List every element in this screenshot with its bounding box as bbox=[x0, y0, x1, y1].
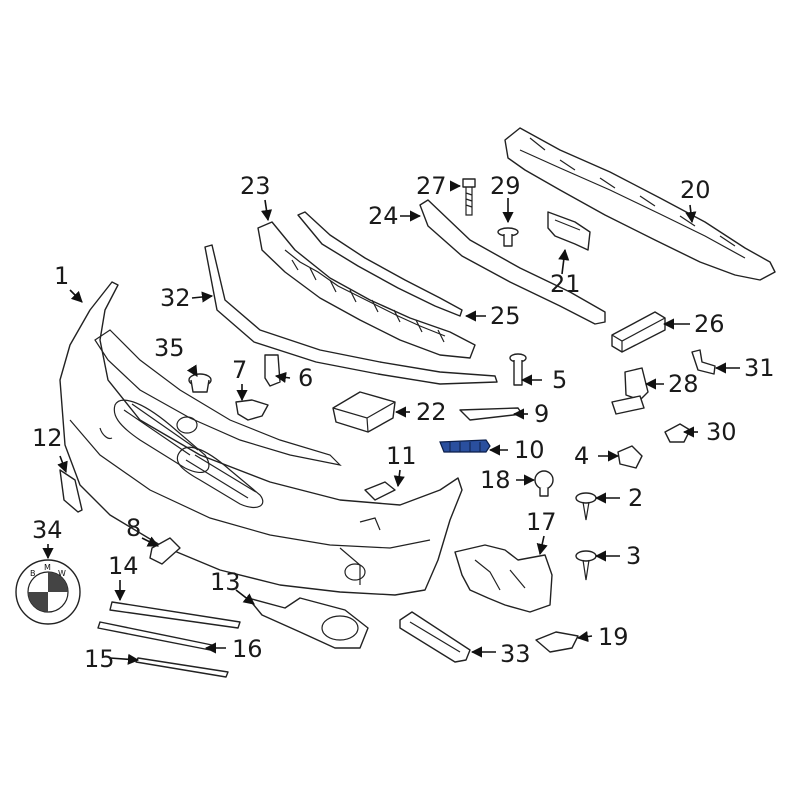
callout-25: 25 bbox=[490, 302, 521, 330]
callout-labels: 1 2 3 4 5 6 7 8 9 10 11 12 13 14 15 16 1… bbox=[32, 172, 775, 673]
part-14-strip[interactable] bbox=[109, 601, 241, 629]
callout-1: 1 bbox=[54, 262, 69, 290]
callout-35: 35 bbox=[154, 334, 185, 362]
part-7-bracket[interactable] bbox=[235, 399, 269, 421]
part-8-block[interactable] bbox=[149, 537, 181, 565]
callout-23: 23 bbox=[240, 172, 271, 200]
callout-6: 6 bbox=[298, 364, 313, 392]
part-28-tow-eye[interactable] bbox=[611, 367, 649, 415]
part-29-fastener[interactable] bbox=[497, 227, 519, 247]
part-32-molding[interactable] bbox=[204, 244, 498, 385]
part-11-cap[interactable] bbox=[364, 481, 396, 501]
part-30-clip[interactable] bbox=[664, 423, 691, 443]
part-24-trim-strip[interactable] bbox=[419, 199, 606, 325]
callout-20: 20 bbox=[680, 176, 711, 204]
part-20-reinforcement-bar[interactable] bbox=[504, 127, 776, 281]
part-4-bracket[interactable] bbox=[617, 445, 643, 469]
part-27-bolt[interactable] bbox=[462, 178, 476, 216]
callout-2: 2 bbox=[628, 484, 643, 512]
callout-15: 15 bbox=[84, 645, 115, 673]
callout-10: 10 bbox=[514, 436, 545, 464]
callout-30: 30 bbox=[706, 418, 737, 446]
callout-5: 5 bbox=[552, 366, 567, 394]
badge-letter-3: W bbox=[58, 569, 66, 578]
callout-22: 22 bbox=[416, 398, 447, 426]
badge-letter-1: B bbox=[30, 569, 36, 578]
part-19-clip[interactable] bbox=[535, 631, 579, 653]
leader-lines bbox=[42, 180, 740, 665]
part-33-frame[interactable] bbox=[399, 611, 471, 663]
part-35-plug[interactable] bbox=[188, 373, 212, 393]
part-5-pin[interactable] bbox=[509, 353, 527, 386]
part-1-bumper-cover[interactable] bbox=[59, 281, 463, 596]
callout-34: 34 bbox=[32, 516, 63, 544]
part-12-side-marker[interactable] bbox=[59, 469, 83, 513]
callout-32: 32 bbox=[160, 284, 191, 312]
part-22-module-box[interactable] bbox=[332, 391, 396, 433]
callout-31: 31 bbox=[744, 354, 775, 382]
part-2-screw[interactable] bbox=[575, 492, 597, 521]
part-3-screw[interactable] bbox=[575, 550, 597, 581]
callout-12: 12 bbox=[32, 424, 63, 452]
callout-19: 19 bbox=[598, 623, 629, 651]
callout-26: 26 bbox=[694, 310, 725, 338]
part-16-strip[interactable] bbox=[97, 621, 213, 651]
badge-letter-2: M bbox=[44, 563, 51, 572]
callout-7: 7 bbox=[232, 356, 247, 384]
callout-4: 4 bbox=[574, 442, 589, 470]
part-6-bracket[interactable] bbox=[264, 354, 281, 387]
callout-21: 21 bbox=[550, 270, 581, 298]
callout-18: 18 bbox=[480, 466, 511, 494]
part-23-grille-support[interactable] bbox=[257, 221, 476, 359]
callout-13: 13 bbox=[210, 568, 241, 596]
part-13-fog-grille[interactable] bbox=[247, 597, 369, 649]
part-25-seal-strip[interactable] bbox=[297, 211, 463, 317]
part-21-bracket[interactable] bbox=[547, 211, 591, 251]
part-34-badge[interactable]: B M W bbox=[15, 559, 81, 625]
callout-9: 9 bbox=[534, 400, 549, 428]
callout-8: 8 bbox=[126, 514, 141, 542]
callout-11: 11 bbox=[386, 442, 417, 470]
part-18-screw[interactable] bbox=[534, 470, 554, 497]
callout-16: 16 bbox=[232, 635, 263, 663]
part-10-highlighted-bracket[interactable] bbox=[439, 439, 491, 453]
part-15-strip[interactable] bbox=[135, 657, 229, 678]
callout-17: 17 bbox=[526, 508, 557, 536]
callout-24: 24 bbox=[368, 202, 399, 230]
callout-33: 33 bbox=[500, 640, 531, 668]
callout-29: 29 bbox=[490, 172, 521, 200]
part-9-strip[interactable] bbox=[459, 407, 523, 421]
callout-28: 28 bbox=[668, 370, 699, 398]
callout-14: 14 bbox=[108, 552, 139, 580]
part-17-liner[interactable] bbox=[454, 544, 553, 613]
callout-3: 3 bbox=[626, 542, 641, 570]
part-26-bracket[interactable] bbox=[611, 311, 666, 353]
callout-27: 27 bbox=[416, 172, 447, 200]
